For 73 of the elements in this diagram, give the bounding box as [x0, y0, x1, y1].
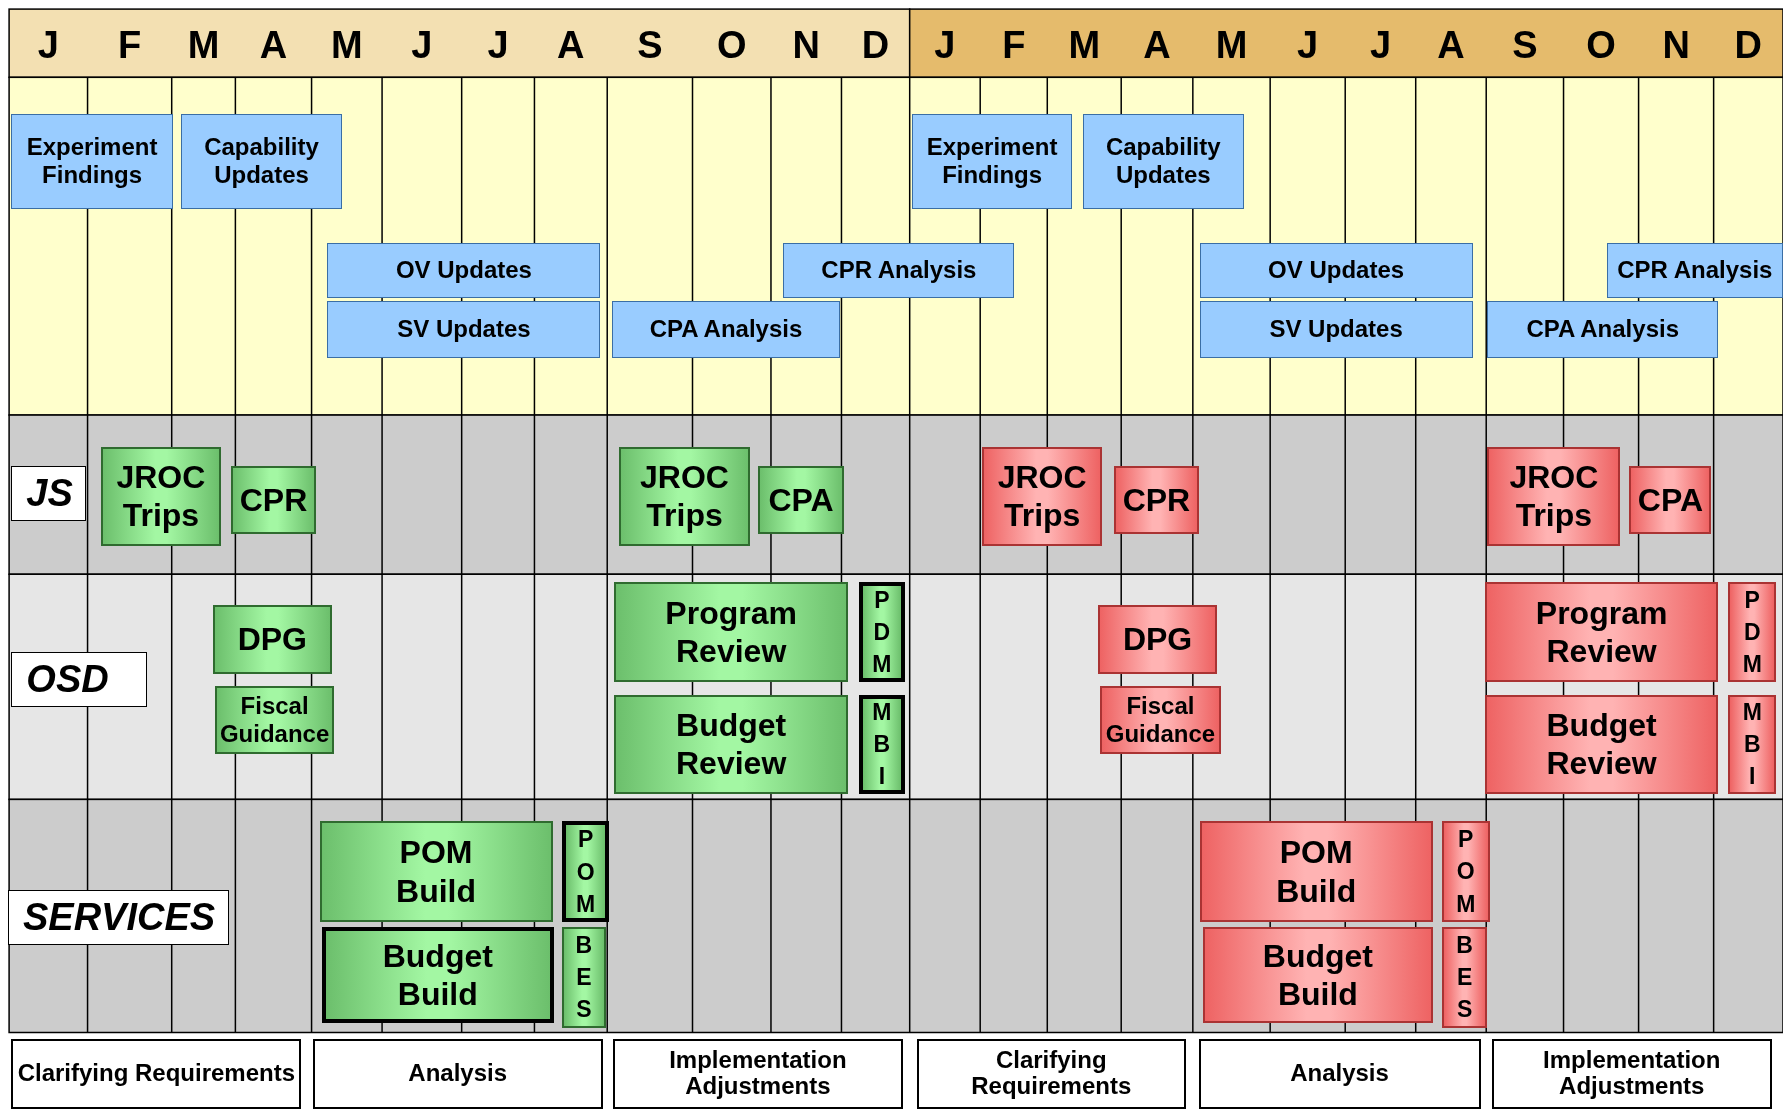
milestone-box: P O M — [1441, 821, 1490, 923]
event-box: Budget Review — [614, 694, 849, 794]
activity-box: SV Updates — [327, 301, 601, 359]
month-label: A — [1437, 24, 1465, 67]
phase-box: Analysis — [312, 1039, 603, 1109]
event-box: JROC Trips — [618, 446, 751, 546]
month-label: M — [187, 24, 220, 67]
activity-box: OV Updates — [327, 243, 601, 298]
month-label: O — [716, 24, 747, 67]
event-box: Budget Review — [1485, 694, 1719, 794]
event-box: JROC Trips — [982, 446, 1102, 546]
event-box: CPR — [230, 466, 317, 535]
milestone-box: M B I — [1728, 694, 1777, 794]
month-label: J — [411, 24, 433, 67]
month-label: N — [1662, 24, 1690, 67]
month-label: N — [792, 24, 820, 67]
milestone-box: P O M — [561, 821, 610, 923]
month-label: J — [1297, 24, 1319, 67]
lane-label: JS — [11, 466, 87, 521]
month-label: A — [557, 24, 585, 67]
month-label: O — [1586, 24, 1616, 67]
phase-box: Clarifying Requirements — [11, 1039, 302, 1109]
event-box: DPG — [1098, 604, 1217, 675]
phase-box: Implementation Adjustments — [1491, 1039, 1772, 1109]
month-label: J — [487, 24, 509, 67]
event-box: JROC Trips — [1487, 446, 1621, 546]
activity-box: SV Updates — [1199, 301, 1473, 359]
lane-label: SERVICES — [7, 890, 229, 945]
lane-label: OSD — [11, 651, 147, 708]
activity-box: CPR Analysis — [783, 243, 1015, 298]
event-box: Fiscal Guidance — [214, 685, 335, 754]
month-label: M — [1068, 24, 1101, 67]
event-box: CPA — [758, 466, 844, 535]
milestone-box: M B I — [858, 694, 906, 794]
event-box: Program Review — [1485, 582, 1719, 683]
phase-box: Implementation Adjustments — [612, 1039, 903, 1109]
activity-box: Experiment Findings — [11, 113, 173, 210]
activity-box: CPA Analysis — [611, 301, 841, 359]
phase-box: Clarifying Requirements — [916, 1039, 1186, 1109]
event-box: Program Review — [614, 582, 849, 683]
activity-box: Capability Updates — [1082, 113, 1244, 210]
event-box: Budget Build — [1203, 926, 1433, 1024]
month-label: A — [1143, 24, 1171, 67]
month-label: A — [259, 24, 288, 67]
month-label: S — [1512, 24, 1538, 67]
milestone-box: P D M — [1728, 582, 1777, 683]
milestone-box: P D M — [858, 582, 906, 683]
event-box: POM Build — [319, 821, 553, 923]
phase-box: Analysis — [1198, 1039, 1481, 1109]
event-box: Budget Build — [321, 926, 554, 1024]
event-box: POM Build — [1199, 821, 1433, 923]
month-label: M — [1215, 24, 1248, 67]
activity-box: Capability Updates — [180, 113, 343, 210]
event-box: JROC Trips — [101, 446, 221, 546]
month-label: J — [934, 24, 956, 67]
month-label: M — [331, 24, 363, 67]
activity-box: Experiment Findings — [911, 113, 1073, 210]
event-box: Fiscal Guidance — [1099, 685, 1222, 754]
milestone-box: B E S — [561, 926, 607, 1028]
milestone-box: B E S — [1441, 926, 1488, 1028]
event-box: CPR — [1114, 466, 1199, 535]
activity-box: CPA Analysis — [1487, 301, 1719, 359]
month-label: S — [637, 24, 663, 67]
month-label: F — [1002, 24, 1026, 67]
month-label: D — [861, 24, 890, 67]
month-label: F — [118, 24, 142, 67]
activity-box: OV Updates — [1199, 243, 1473, 298]
activity-box: CPR Analysis — [1606, 243, 1783, 298]
event-box: DPG — [212, 604, 333, 675]
event-box: CPA — [1629, 466, 1712, 535]
month-label: D — [1734, 24, 1763, 67]
month-label: J — [1369, 24, 1391, 67]
month-label: J — [37, 24, 59, 67]
